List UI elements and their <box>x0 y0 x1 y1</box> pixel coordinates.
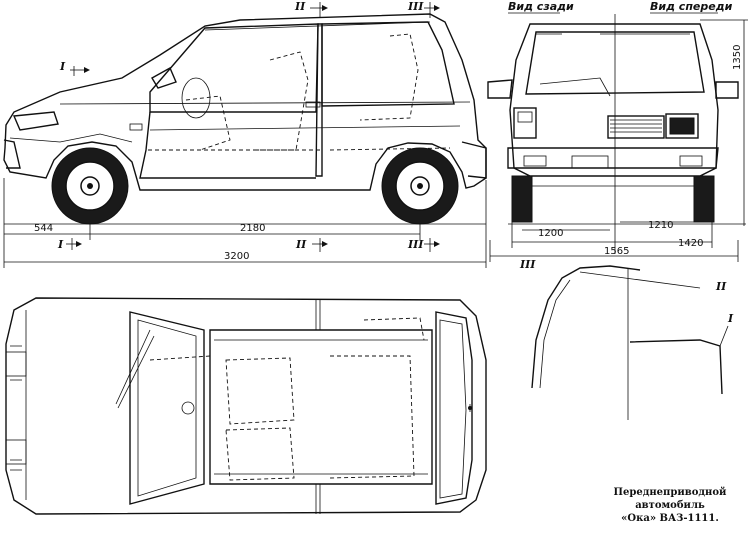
top-view <box>5 297 487 515</box>
rear-wheel <box>381 147 459 225</box>
dim-wheelbase: 2180 <box>240 223 265 234</box>
side-dimensions: 544 2180 3200 I II III <box>3 178 487 268</box>
dim-front-track: 1210 <box>648 220 673 231</box>
front-rear-view: Вид сзади Вид спереди <box>487 0 748 262</box>
section-mark-three-bottom: III <box>407 238 424 251</box>
dim-front-overhang: 544 <box>34 223 53 234</box>
front-view-label: Вид спереди <box>650 0 733 13</box>
section-mark-one: I <box>59 60 66 73</box>
section-mark-two-top: II <box>294 0 306 13</box>
caption-line-2: автомобиль <box>635 500 705 511</box>
dim-track-outer: 1420 <box>678 238 703 249</box>
section-label-one: I <box>727 312 734 325</box>
rear-left-tire <box>511 175 533 223</box>
dim-overall-length: 3200 <box>224 251 249 262</box>
section-marks-side: I II III <box>59 0 440 76</box>
dim-rear-track: 1200 <box>538 228 563 239</box>
caption-line-1: Переднеприводной <box>613 487 727 498</box>
section-mark-one-bottom: I <box>57 238 64 251</box>
section-label-three: III <box>519 258 536 271</box>
cross-sections: III II I <box>519 258 734 420</box>
dim-overall-width: 1565 <box>604 246 629 257</box>
rear-view-label: Вид сзади <box>508 0 574 13</box>
front-right-tire <box>693 175 715 223</box>
section-mark-three-top: III <box>407 0 424 13</box>
side-view <box>3 13 487 225</box>
caption: Переднеприводной автомобиль «Ока» ВАЗ-11… <box>600 486 740 525</box>
caption-line-3: «Ока» ВАЗ-1111. <box>621 513 719 524</box>
section-mark-two-bottom: II <box>295 238 307 251</box>
dim-height: 1350 <box>732 45 743 70</box>
section-label-two: II <box>715 280 727 293</box>
front-wheel <box>51 147 129 225</box>
